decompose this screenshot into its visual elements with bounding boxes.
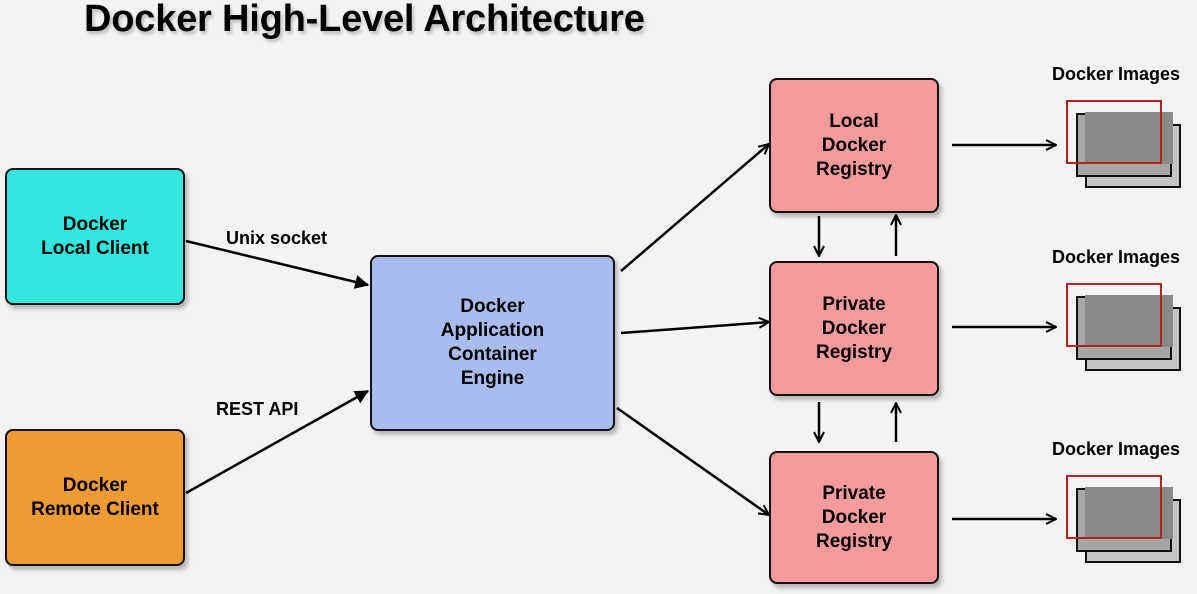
docker-images-stack-2 [1066, 281, 1181, 376]
image-sheet-inner [1085, 295, 1173, 347]
edge-label-rest-api: REST API [216, 399, 299, 419]
docker-images-stack-3 [1066, 473, 1181, 568]
node-label: Private Docker Registry [815, 293, 893, 363]
images-label-1: Docker Images [1052, 64, 1181, 84]
images-label-2: Docker Images [1052, 247, 1181, 267]
docker-images-stack-1 [1066, 98, 1181, 193]
edge-label-unix-socket: Unix socket [226, 228, 328, 248]
image-sheet-front [1066, 100, 1162, 164]
node-local-docker-registry: Local Docker Registry [769, 78, 939, 213]
node-private-docker-registry-1: Private Docker Registry [769, 261, 939, 396]
arrow-engine-to-registry-private-2 [616, 406, 769, 515]
node-label: Private Docker Registry [815, 482, 893, 552]
node-private-docker-registry-2: Private Docker Registry [769, 451, 939, 584]
node-label: Docker Application Container Engine [440, 296, 545, 389]
node-docker-local-client: Docker Local Client [5, 168, 185, 305]
arrow-engine-to-registry-private-1 [620, 322, 769, 335]
image-sheet-inner [1085, 112, 1173, 164]
images-label-3: Docker Images [1052, 439, 1181, 459]
node-label: Local Docker Registry [815, 110, 893, 180]
node-label: Docker Local Client [41, 213, 149, 259]
node-label: Docker Remote Client [31, 474, 159, 520]
node-docker-engine: Docker Application Container Engine [370, 255, 615, 431]
arrow-engine-to-registry-local [620, 144, 769, 272]
node-docker-remote-client: Docker Remote Client [5, 429, 185, 566]
image-sheet-front [1066, 283, 1162, 347]
diagram-title: Docker High-Level Architecture [84, 0, 645, 40]
image-sheet-front [1066, 475, 1162, 539]
image-sheet-inner [1085, 487, 1173, 539]
